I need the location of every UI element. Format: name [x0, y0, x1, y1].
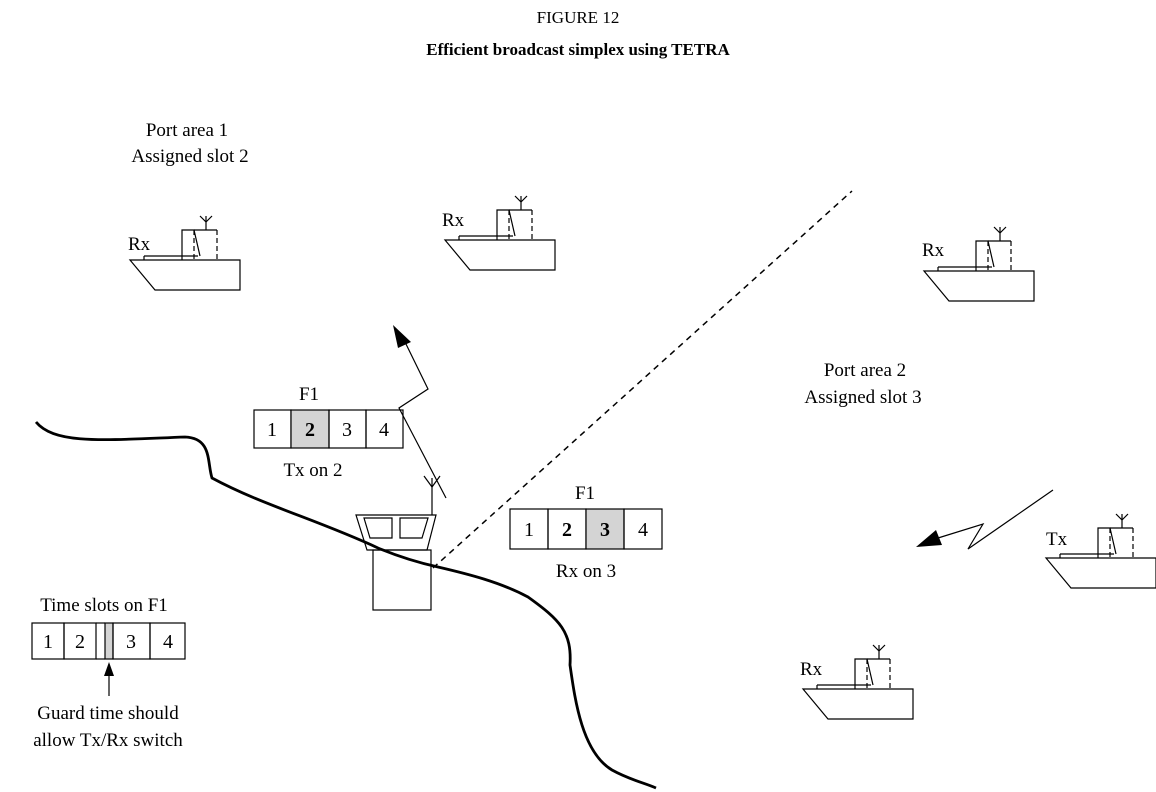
- frame-tx-slot-4-label: 4: [379, 419, 389, 441]
- ship-tx-label: Tx: [1046, 529, 1068, 550]
- tower-transmission-arrow: [393, 325, 447, 499]
- ship-rx-label-2: Rx: [442, 210, 465, 231]
- frame-rx-slot-4: [623, 508, 663, 550]
- frame-rx-slot-2-label: 2: [562, 519, 572, 541]
- ship-rx-label-1: Rx: [128, 234, 151, 255]
- port-area-2-label: Port area 2: [824, 360, 906, 381]
- frame-tx-caption: Tx on 2: [283, 460, 342, 481]
- guard-time-caption-2: allow Tx/Rx switch: [33, 730, 183, 751]
- time-slot-4-label: 4: [163, 631, 173, 653]
- figure-title: Efficient broadcast simplex using TETRA: [426, 40, 730, 59]
- frame-rx-caption: Rx on 3: [556, 561, 616, 582]
- frame-rx-slot-1-label: 1: [524, 519, 534, 541]
- frame-rx-slot-3-label: 3: [600, 519, 610, 541]
- frame-tx-slot-2-label: 2: [305, 419, 315, 441]
- guard-time-arrowhead: [104, 662, 114, 676]
- frame-tx-carrier: F1: [299, 384, 319, 405]
- time-slots-legend: Time slots on F1 1 2 3 4 Guard time shou…: [31, 595, 186, 751]
- time-slot-2: [63, 622, 97, 660]
- frame-rx: F1 1 2 3 4 Rx on 3: [509, 483, 663, 582]
- frame-tx: F1 1 2 3 4 Tx on 2: [253, 384, 404, 481]
- ship-port1-center: [444, 195, 556, 271]
- time-slot-3-label: 3: [126, 631, 136, 653]
- frame-tx-slot-3-label: 3: [342, 419, 352, 441]
- figure-number: FIGURE 12: [537, 8, 620, 27]
- guard-time-caption-1: Guard time should: [37, 703, 179, 724]
- time-slot-4: [149, 622, 186, 660]
- frame-tx-slot-2: [290, 409, 330, 449]
- frame-rx-slot-4-label: 4: [638, 519, 648, 541]
- ship-transmission-arrow: [916, 489, 1054, 550]
- port-area-2-slot: Assigned slot 3: [804, 387, 921, 408]
- time-slot-1-label: 1: [43, 631, 53, 653]
- ship-port2-bottom: [802, 644, 914, 720]
- time-slots-title: Time slots on F1: [40, 595, 168, 616]
- ship-rx-label-3: Rx: [922, 240, 945, 261]
- time-slot-2-label: 2: [75, 631, 85, 653]
- ship-port2-tx: [1045, 513, 1156, 589]
- port-area-1-label: Port area 1: [146, 120, 228, 141]
- port-boundary-line: [432, 190, 853, 569]
- frame-tx-slot-4: [365, 409, 404, 449]
- ship-port2-top: [923, 226, 1035, 302]
- control-tower: [355, 475, 441, 611]
- guard-time-bar: [104, 622, 114, 660]
- frame-rx-carrier: F1: [575, 483, 595, 504]
- frame-tx-slot-1-label: 1: [267, 419, 277, 441]
- ship-rx-label-4: Rx: [800, 659, 823, 680]
- port-area-1-slot: Assigned slot 2: [131, 146, 248, 167]
